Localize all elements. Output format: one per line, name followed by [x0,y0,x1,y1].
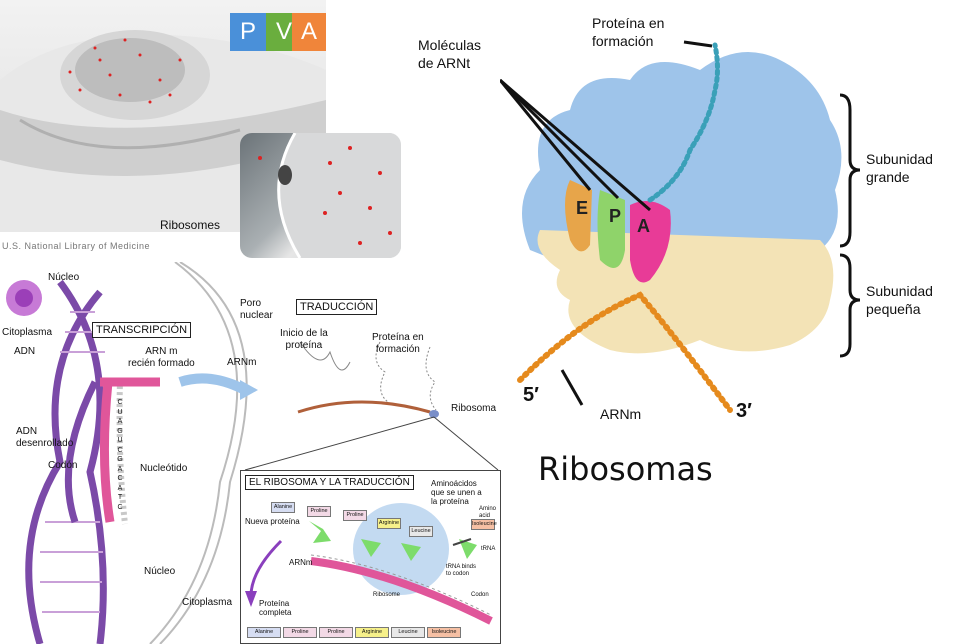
base: A [117,465,123,473]
base: C [117,475,123,482]
trna-pointer-a [500,78,651,212]
cell-caption: Ribosomes [160,218,221,232]
nucleotide-label: Nucleótido [140,463,188,474]
cytoplasm-label: Citoplasma [2,327,53,338]
nuclear-envelope-inner [149,262,239,644]
amino-acid-box: Proline [343,510,367,521]
inset-ribosome-label: Ribosome [373,592,401,598]
trna-pointer-e [500,79,592,191]
e-site-label: E [576,198,589,218]
trna-left [309,521,331,543]
a-site-trna [630,201,671,283]
amino-acid-box: Arginine [377,518,401,529]
three-prime-label: 3′ [736,400,752,422]
base: A [117,484,123,492]
trna-mid [361,539,381,557]
ribosome-label: Ribosoma [451,403,497,414]
nuclear-envelope-outer [159,262,248,644]
ribosome-3d-model [500,40,861,413]
image-credit: U.S. National Library of Medicine [2,241,151,251]
dna-label: ADN [14,346,36,357]
new-mrna-label: ARN m recién formado [128,346,195,369]
trna-pointer-p [500,78,620,200]
protein-start-label: Inicio de la proteína [280,328,328,351]
transcription-label: TRANSCRIPCIÓN [92,322,192,338]
template-bases [116,379,128,525]
protein-label: Proteína en formación [592,15,665,49]
translation-mrna [297,400,431,414]
base-sequence: C U A G U C G A C A T C [116,398,124,512]
mrna-pointer [560,369,584,406]
complete-chain-box: Proline [283,627,317,638]
nucleus-label: Núcleo [48,272,80,283]
a-site-label: A [637,216,650,236]
base: U [117,437,123,444]
base: C [117,503,123,511]
complete-chain-box: Isoleucine [427,627,461,638]
base: C [117,446,123,454]
complete-chain-box: Leucine [391,627,425,638]
amino-acid-label: Amino acid [479,506,497,519]
p-site-tag: P [230,13,266,51]
codon-label: Codón [48,460,78,471]
five-prime-label: 5′ [523,384,539,406]
inset-codon-label: Codon [471,592,489,598]
base: G [117,456,123,463]
large-subunit-label: Subunidad grande [866,151,933,185]
small-subunit-brace [839,253,861,358]
protein-forming-label: Proteína en formación [372,332,424,355]
amino-join-label: Aminoácidos que se unen a la proteína [431,479,482,506]
trna-right [401,543,421,561]
export-arrow [178,373,248,395]
mrna-strand [517,291,733,413]
mrna-3d-label: ARNm [600,406,642,422]
nuclear-pore-label: Poro nuclear [240,298,273,321]
complete-protein-label: Proteína completa [259,599,292,617]
protein-pointer [683,40,713,48]
base: T [117,494,123,501]
amino-acid-box: Isoleucine [471,519,497,530]
inset-arnm-label: ARNm [289,558,313,567]
trna-incoming [459,539,477,559]
unwound-dna [64,380,99,524]
a-site-tag: A [292,13,326,51]
new-mrna-strand [99,381,115,523]
base: C [117,399,123,406]
arnm-label: ARNm [227,357,257,368]
trna-label: Moléculas de ARNt [418,37,482,71]
base: U [117,408,123,416]
amino-acid-box: Alanine [271,502,295,513]
trna-binds-label: tRNA binds to codon [446,564,477,577]
unwound-dna-label: ADN desenrollado [16,426,74,449]
e-site-trna [565,180,592,252]
zoom-illustration [258,133,401,258]
base: A [117,418,123,425]
protein-chain [647,42,720,203]
cytoplasm-bottom-label: Citoplasma [182,597,233,608]
translation-inset: EL RIBOSOMA Y LA TRADUCCIÓN Aminoácidos … [240,470,501,644]
page-title: Ribosomas [538,450,713,488]
trna-label-small: tRNA [481,546,496,552]
transcription-diagram [6,262,499,644]
complete-chain-box: Arginine [355,627,389,638]
base: G [117,427,123,435]
complete-chain-box: Alanine [247,627,281,638]
translation-label: TRADUCCIÓN [296,299,378,315]
ribosome-marker [429,410,439,418]
new-protein-label: Nueva proteína [245,517,300,526]
p-site-trna [597,190,625,268]
small-subunit-label: Subunidad pequeña [866,283,933,317]
amino-acid-box: Leucine [409,526,433,537]
dna-strand-a [25,289,103,644]
amino-acid-box: Proline [307,506,331,517]
complete-chain-box: Proline [319,627,353,638]
large-subunit-brace [839,93,861,248]
inset-mrna [310,557,493,625]
inset-title: EL RIBOSOMA Y LA TRADUCCIÓN [245,475,414,490]
protein-arrow [249,539,283,597]
nucleus-bottom-label: Núcleo [144,566,176,577]
zoom-photo [240,133,401,258]
p-site-label: P [609,206,622,226]
